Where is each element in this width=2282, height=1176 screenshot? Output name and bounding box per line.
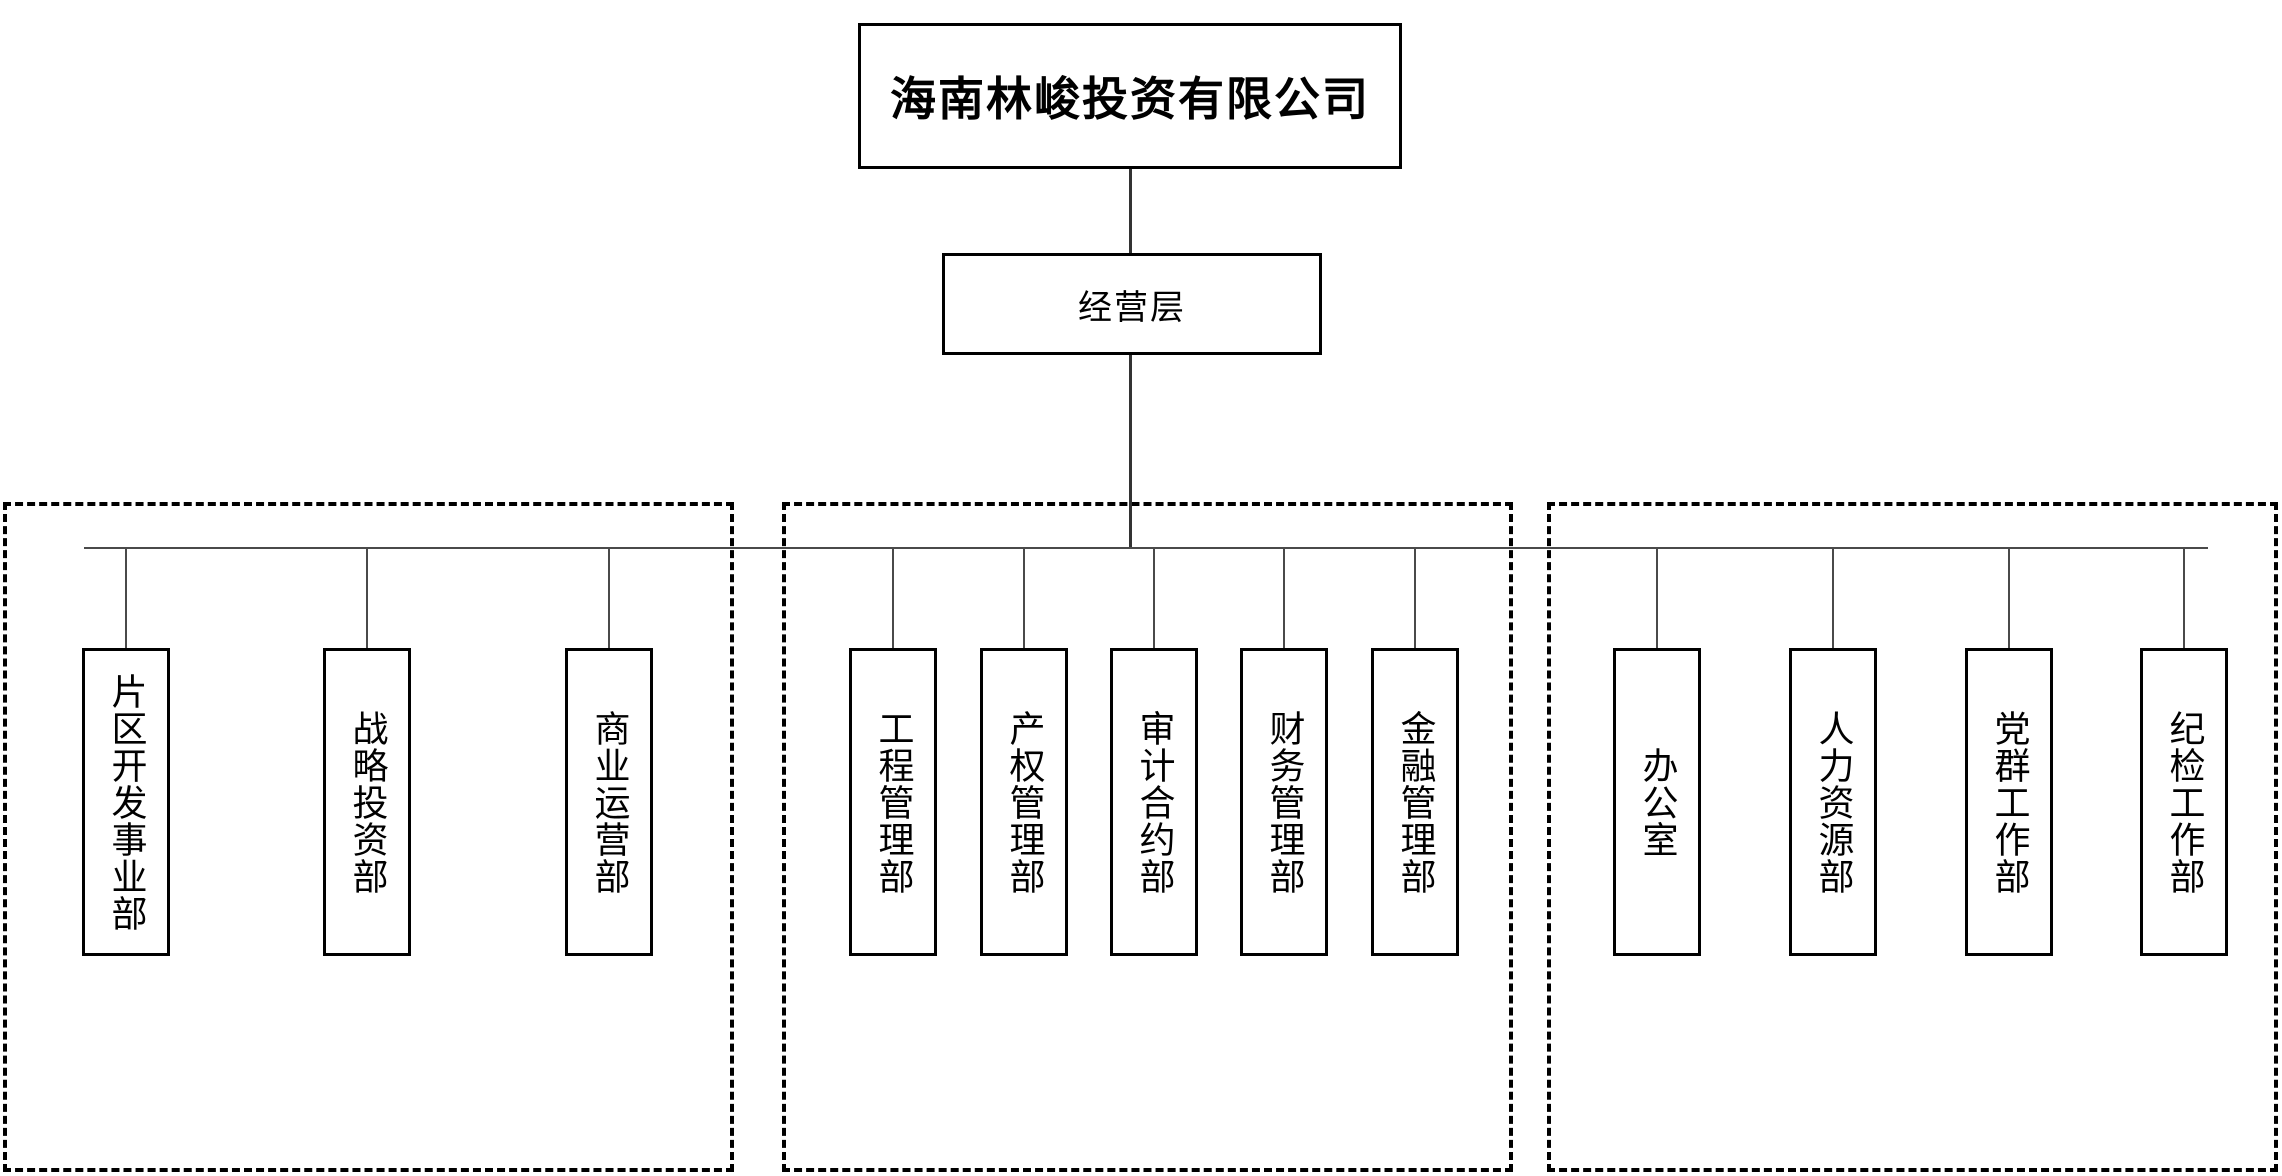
dept-label: 党群工作部 xyxy=(1988,709,2030,895)
connector-drop-5 xyxy=(1023,547,1025,648)
connector-drop-10 xyxy=(1832,547,1834,648)
dept-box-jinrong-guanlibu[interactable]: 金融管理部 xyxy=(1371,648,1459,956)
dept-box-pianqu-kaifa-shiyebu[interactable]: 片区开发事业部 xyxy=(82,648,170,956)
connector-drop-3 xyxy=(608,547,610,648)
connector-drop-1 xyxy=(125,547,127,648)
dept-label: 商业运营部 xyxy=(588,709,630,895)
connector-drop-9 xyxy=(1656,547,1658,648)
dept-label: 财务管理部 xyxy=(1263,709,1305,895)
dept-box-caiwu-guanlibu[interactable]: 财务管理部 xyxy=(1240,648,1328,956)
dept-label: 工程管理部 xyxy=(872,709,914,895)
connector-drop-8 xyxy=(1414,547,1416,648)
connector-drop-11 xyxy=(2008,547,2010,648)
dept-box-jijian-gongzuobu[interactable]: 纪检工作部 xyxy=(2140,648,2228,956)
dept-box-gongcheng-guanlibu[interactable]: 工程管理部 xyxy=(849,648,937,956)
connector-management-to-bus xyxy=(1129,355,1132,548)
dept-box-chanquan-guanlibu[interactable]: 产权管理部 xyxy=(980,648,1068,956)
group-container-1 xyxy=(3,502,734,1172)
dept-label: 金融管理部 xyxy=(1394,709,1436,895)
dept-label: 纪检工作部 xyxy=(2163,709,2205,895)
dept-box-zhanlue-touzibu[interactable]: 战略投资部 xyxy=(323,648,411,956)
dept-box-shenji-heyuebu[interactable]: 审计合约部 xyxy=(1110,648,1198,956)
connector-drop-7 xyxy=(1283,547,1285,648)
root-node-company[interactable]: 海南林峻投资有限公司 xyxy=(858,23,1402,169)
dept-label: 人力资源部 xyxy=(1812,709,1854,895)
dept-label: 审计合约部 xyxy=(1133,709,1175,895)
dept-box-renli-ziyuanbu[interactable]: 人力资源部 xyxy=(1789,648,1877,956)
connector-drop-12 xyxy=(2183,547,2185,648)
dept-box-shangye-yunyingbu[interactable]: 商业运营部 xyxy=(565,648,653,956)
root-node-label: 海南林峻投资有限公司 xyxy=(890,72,1370,126)
group-container-2 xyxy=(782,502,1513,1172)
management-layer-node[interactable]: 经营层 xyxy=(942,253,1322,355)
management-layer-label: 经营层 xyxy=(1078,287,1186,328)
connector-root-to-management xyxy=(1129,169,1132,254)
dept-label: 产权管理部 xyxy=(1003,709,1045,895)
dept-label: 办公室 xyxy=(1636,746,1678,858)
dept-label: 战略投资部 xyxy=(346,709,388,895)
connector-drop-4 xyxy=(892,547,894,648)
dept-label: 片区开发事业部 xyxy=(105,672,147,932)
connector-drop-2 xyxy=(366,547,368,648)
connector-horizontal-bus xyxy=(84,547,2208,549)
dept-box-bangongshi[interactable]: 办公室 xyxy=(1613,648,1701,956)
group-container-3 xyxy=(1547,502,2278,1172)
dept-box-dangqun-gongzuobu[interactable]: 党群工作部 xyxy=(1965,648,2053,956)
connector-drop-6 xyxy=(1153,547,1155,648)
